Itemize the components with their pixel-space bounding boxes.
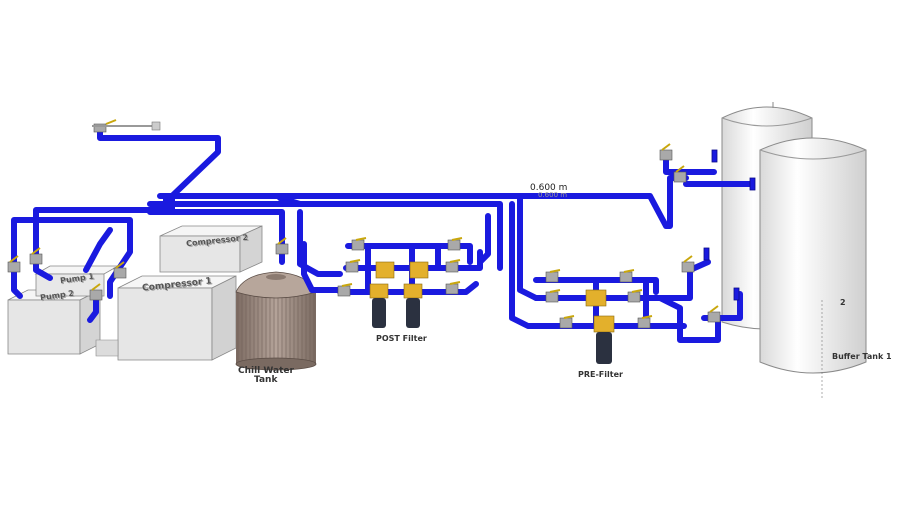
- ball-valve-icon: [345, 259, 361, 273]
- ball-valve-icon: [707, 305, 721, 323]
- ball-valve-icon: [29, 247, 43, 265]
- ball-valve-icon: [337, 283, 353, 297]
- ball-valve-icon: [113, 261, 127, 279]
- ball-valve-icon: [447, 237, 463, 251]
- chill-water-tank-label-line2: Tank: [254, 375, 278, 385]
- pump-1-box: [34, 265, 120, 297]
- post-filter-housings: [369, 261, 429, 328]
- filter-cartridge-icon: [585, 289, 615, 364]
- pre-filter-housings: [585, 289, 615, 364]
- ball-valve-icon: [619, 269, 635, 283]
- ball-valve-icon: [681, 255, 695, 273]
- chill-water-tank-label-line1: Chill Water: [238, 366, 294, 376]
- ball-valve-icon: [559, 315, 575, 329]
- filter-cartridge-icon: [369, 261, 395, 328]
- pre-filter-label: PRE-Filter: [578, 370, 623, 379]
- ball-valve-icon: [351, 237, 367, 251]
- buffer-tank-front: [759, 137, 867, 400]
- ball-valve-icon: [673, 165, 687, 183]
- ball-valve-icon: [445, 259, 461, 273]
- post-filter-label: POST Filter: [376, 334, 427, 343]
- ball-valve-icon: [627, 289, 643, 303]
- ball-valve-icon: [275, 237, 289, 255]
- filter-cartridge-icon: [403, 261, 429, 328]
- ball-valve-icon: [445, 281, 461, 295]
- buffer-tank-label: Buffer Tank 1: [832, 352, 892, 361]
- flange-icon: [703, 149, 756, 301]
- ball-valve-icon: [545, 269, 561, 283]
- dimension-label: 0.600 m: [530, 183, 568, 193]
- dimension-label-ghost: 0.600 m: [538, 191, 568, 199]
- chill-water-tank: [235, 271, 317, 371]
- ball-valve-icon: [93, 119, 117, 133]
- ball-valve-icon: [7, 255, 21, 273]
- ball-valve-icon: [637, 315, 653, 329]
- ball-valve-icon: [545, 289, 561, 303]
- ball-valve-icon: [659, 143, 673, 161]
- compressor-2-box: [159, 225, 263, 273]
- ball-valve-icon: [89, 283, 103, 301]
- buffer-tank-2-label: 2: [840, 298, 846, 307]
- ball-valves: [7, 119, 721, 329]
